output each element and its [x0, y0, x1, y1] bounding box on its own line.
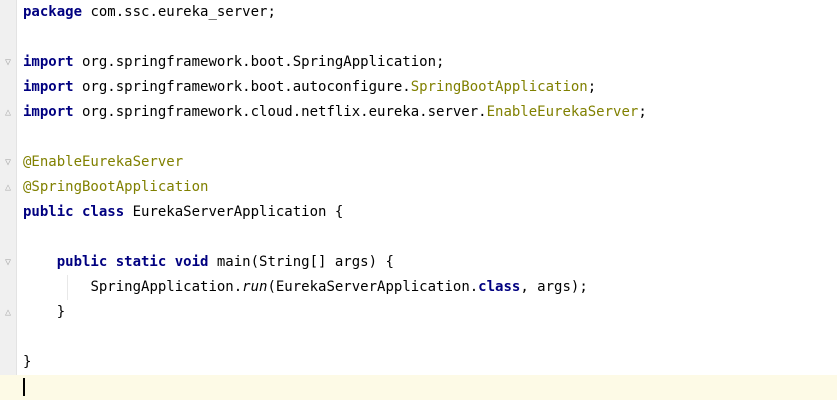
fold-marker-icon[interactable]: ▽ — [5, 57, 12, 68]
code-text: EurekaServerApplication { — [124, 204, 344, 220]
code-line-1[interactable]: package com.ssc.eureka_server; — [0, 0, 837, 25]
fold-end-icon[interactable]: △ — [5, 307, 12, 318]
annotation: @EnableEurekaServer — [23, 154, 184, 170]
code-text: SpringApplication. — [90, 279, 243, 295]
code-text: ; — [638, 104, 647, 120]
keyword: public class — [23, 204, 125, 220]
code-text: org.springframework.cloud.netflix.eureka… — [73, 104, 487, 120]
annotation-class: SpringBootApplication — [410, 79, 588, 95]
code-line-9[interactable]: public class EurekaServerApplication { — [0, 200, 837, 225]
indent — [23, 279, 90, 295]
code-text: com.ssc.eureka_server; — [82, 4, 276, 20]
code-text: org.springframework.boot.autoconfigure. — [73, 79, 411, 95]
code-text: } — [23, 354, 32, 370]
text-caret — [23, 378, 25, 396]
code-line-8[interactable]: @SpringBootApplication — [0, 175, 837, 200]
code-line-13[interactable]: } — [0, 300, 837, 325]
keyword: class — [478, 279, 521, 295]
code-text: org.springframework.boot.SpringApplicati… — [73, 54, 445, 70]
current-line-highlight[interactable] — [0, 375, 837, 400]
static-method-call: run — [242, 279, 268, 295]
annotation: @SpringBootApplication — [23, 179, 209, 195]
code-text: , args); — [520, 279, 588, 295]
code-text: main(String[] args) { — [208, 254, 394, 270]
code-text: (EurekaServerApplication. — [267, 279, 479, 295]
code-text: } — [56, 304, 66, 320]
code-line-4[interactable]: import org.springframework.boot.autoconf… — [0, 75, 837, 100]
fold-end-icon[interactable]: △ — [5, 107, 12, 118]
indent-guide — [67, 275, 68, 300]
fold-end-icon[interactable]: △ — [5, 182, 12, 193]
keyword: import — [23, 54, 74, 70]
keyword: package — [23, 4, 83, 20]
code-text: ; — [587, 79, 597, 95]
annotation-class: EnableEurekaServer — [486, 104, 639, 120]
fold-marker-icon[interactable]: ▽ — [5, 257, 12, 268]
code-line-11[interactable]: public static void main(String[] args) { — [0, 250, 837, 275]
indent — [23, 254, 57, 270]
editor-gutter[interactable]: ▽ △ ▽ △ ▽ △ — [0, 0, 17, 400]
keyword: public static void — [56, 254, 209, 270]
code-line-15[interactable]: } — [0, 350, 837, 375]
code-line-7[interactable]: @EnableEurekaServer — [0, 150, 837, 175]
code-line-5[interactable]: import org.springframework.cloud.netflix… — [0, 100, 837, 125]
keyword: import — [23, 79, 74, 95]
code-line-12[interactable]: SpringApplication.run(EurekaServerApplic… — [0, 275, 837, 300]
code-line-3[interactable]: import org.springframework.boot.SpringAp… — [0, 50, 837, 75]
fold-marker-icon[interactable]: ▽ — [5, 157, 12, 168]
indent — [23, 304, 57, 320]
keyword: import — [23, 104, 74, 120]
